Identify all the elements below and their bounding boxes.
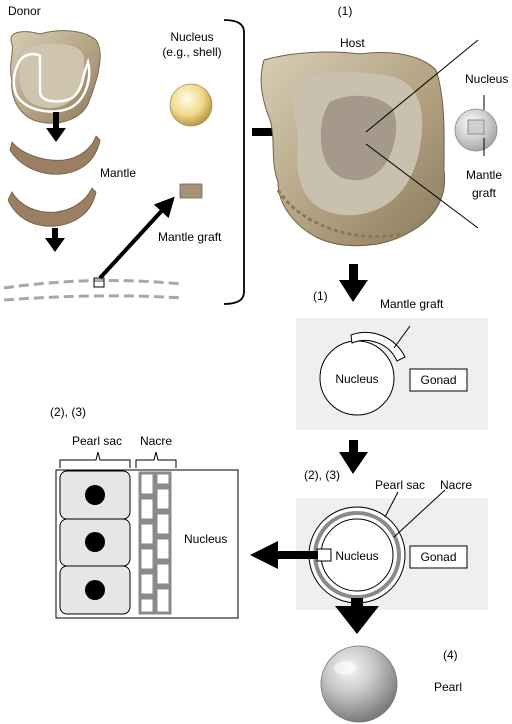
nacre-layer <box>138 471 172 615</box>
materials-bracket <box>223 19 245 305</box>
panel1-step-label: (1) <box>313 289 328 303</box>
host-label: Host <box>340 36 365 50</box>
pearl-down-arrow <box>335 598 379 634</box>
zoom-line-upper <box>365 39 479 133</box>
mantle-label: Mantle <box>100 166 137 180</box>
graft-pickup-arrow <box>98 196 175 280</box>
mantle-cut-strips <box>3 277 183 302</box>
cell-nucleus-dot <box>85 485 105 505</box>
nacre-brace <box>135 451 177 468</box>
panel1-nucleus-label: Nucleus <box>335 372 379 386</box>
host-inset-graft-label-line1: Mantle <box>466 168 503 182</box>
panel2-nacre-label: Nacre <box>440 478 473 492</box>
host-inset-graft <box>467 119 485 135</box>
detail-pearl-sac-label: Pearl sac <box>72 434 123 448</box>
donor-label: Donor <box>8 4 41 18</box>
cell-nucleus-dot <box>85 532 105 552</box>
detail-step-label: (2), (3) <box>50 405 86 419</box>
detail-nacre-label: Nacre <box>140 434 173 448</box>
detail-arrow <box>250 541 318 569</box>
panel2-gonad-label: Gonad <box>420 550 457 564</box>
nucleus-shell-bead <box>169 83 213 127</box>
host-inset-nucleus-label: Nucleus <box>465 72 509 86</box>
host-oyster <box>260 51 446 247</box>
pearl-sphere <box>320 645 398 723</box>
panel1-mantle-graft-label: Mantle graft <box>380 297 444 311</box>
mantle-graft-piece <box>179 183 203 199</box>
zoom-line-lower <box>365 143 479 229</box>
cell-nucleus-dot <box>85 580 105 600</box>
graft-cut-box <box>93 277 105 288</box>
panel2-pearl-sac-label: Pearl sac <box>375 478 426 492</box>
panel-down-arrow <box>339 440 368 474</box>
nucleus-shell-label-line1: Nucleus <box>170 30 214 44</box>
panel2-gonad-box <box>409 545 468 569</box>
donor-oyster <box>10 30 101 124</box>
mantle-graft-label: Mantle graft <box>158 230 222 244</box>
panel2-step-label: (2), (3) <box>304 468 340 482</box>
host-down-arrow <box>339 264 368 302</box>
mantle-strip-upper <box>9 135 101 175</box>
donor-down-arrow <box>46 112 66 142</box>
pearl-sac-cells <box>59 470 131 615</box>
panel1-gonad-label: Gonad <box>420 373 457 387</box>
mantle-strip-lower <box>7 187 97 227</box>
pearl-label: Pearl <box>434 680 463 694</box>
host-inset-graft-label-line2: graft <box>472 186 497 200</box>
panel1-mantle-graft <box>350 332 406 362</box>
step-label-implant: (1) <box>337 4 353 18</box>
nucleus-shell-label-line2: (e.g., shell) <box>162 45 222 59</box>
panel2-nucleus-label: Nucleus <box>335 549 379 563</box>
panel1-gonad-box <box>409 368 468 392</box>
pearl-highlight <box>334 661 356 675</box>
panel2-nacre-pointer <box>393 489 446 538</box>
panel1-graft-pointer <box>393 325 411 349</box>
mantle-down-arrow <box>45 228 65 252</box>
pearl-step-label: (4) <box>443 648 458 662</box>
panel2-sac-pointer <box>384 491 399 518</box>
detail-nucleus-label: Nucleus <box>184 532 228 546</box>
pearl-sac-brace <box>59 451 131 468</box>
